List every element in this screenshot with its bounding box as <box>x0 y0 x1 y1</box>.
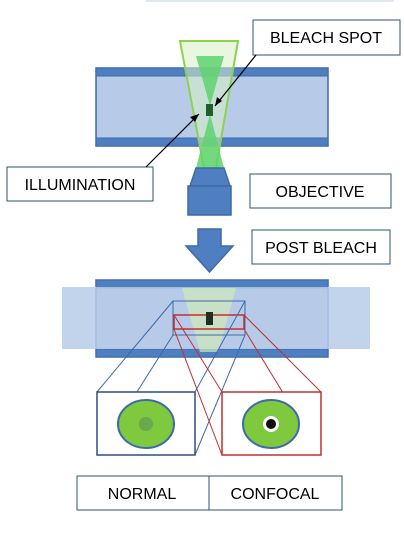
confocal-proj-line-3 <box>173 328 223 456</box>
bleach-spot-mark <box>206 104 213 116</box>
illumination-label-box <box>6 166 154 202</box>
bleached-region-mark <box>206 312 213 325</box>
normal-proj-line-4 <box>194 334 246 456</box>
bleach-spot-pointer <box>214 54 257 107</box>
confocal-label-box <box>208 475 343 511</box>
normal-proj-line-1 <box>96 300 174 393</box>
bleach-spot-pointer-head <box>215 97 222 106</box>
normal-label-box <box>76 475 210 511</box>
illumination-pointer <box>145 113 200 168</box>
lower-slide-top-edge <box>95 279 329 289</box>
bleach-spot-label: BLEACH SPOT <box>270 30 382 47</box>
objective-label-box <box>249 173 392 209</box>
normal-detection-volume <box>172 300 246 336</box>
confocal-label: CONFOCAL <box>231 486 320 503</box>
post-bleach-label: POST BLEACH <box>265 240 377 257</box>
objective-label: OBJECTIVE <box>276 184 365 201</box>
post-bleach-label-box <box>251 229 391 265</box>
normal-label: NORMAL <box>108 486 177 503</box>
normal-bleach-spot <box>139 417 153 431</box>
down-arrow-icon <box>184 228 235 274</box>
illumination-label: ILLUMINATION <box>25 177 136 194</box>
objective-top <box>188 167 232 187</box>
bleach-spot-label-box <box>252 19 401 56</box>
top-edge-line <box>146 0 394 2</box>
objective-lens <box>187 167 232 216</box>
confocal-proj-line-1 <box>173 314 223 393</box>
confocal-proj-line-2 <box>243 314 322 393</box>
beam-lower <box>196 114 224 168</box>
normal-proj-line-2 <box>194 300 246 393</box>
objective-body <box>187 185 232 216</box>
confocal-bleach-spot <box>266 419 276 429</box>
beam-upper <box>196 56 224 106</box>
illumination-pointer-head <box>190 114 199 122</box>
